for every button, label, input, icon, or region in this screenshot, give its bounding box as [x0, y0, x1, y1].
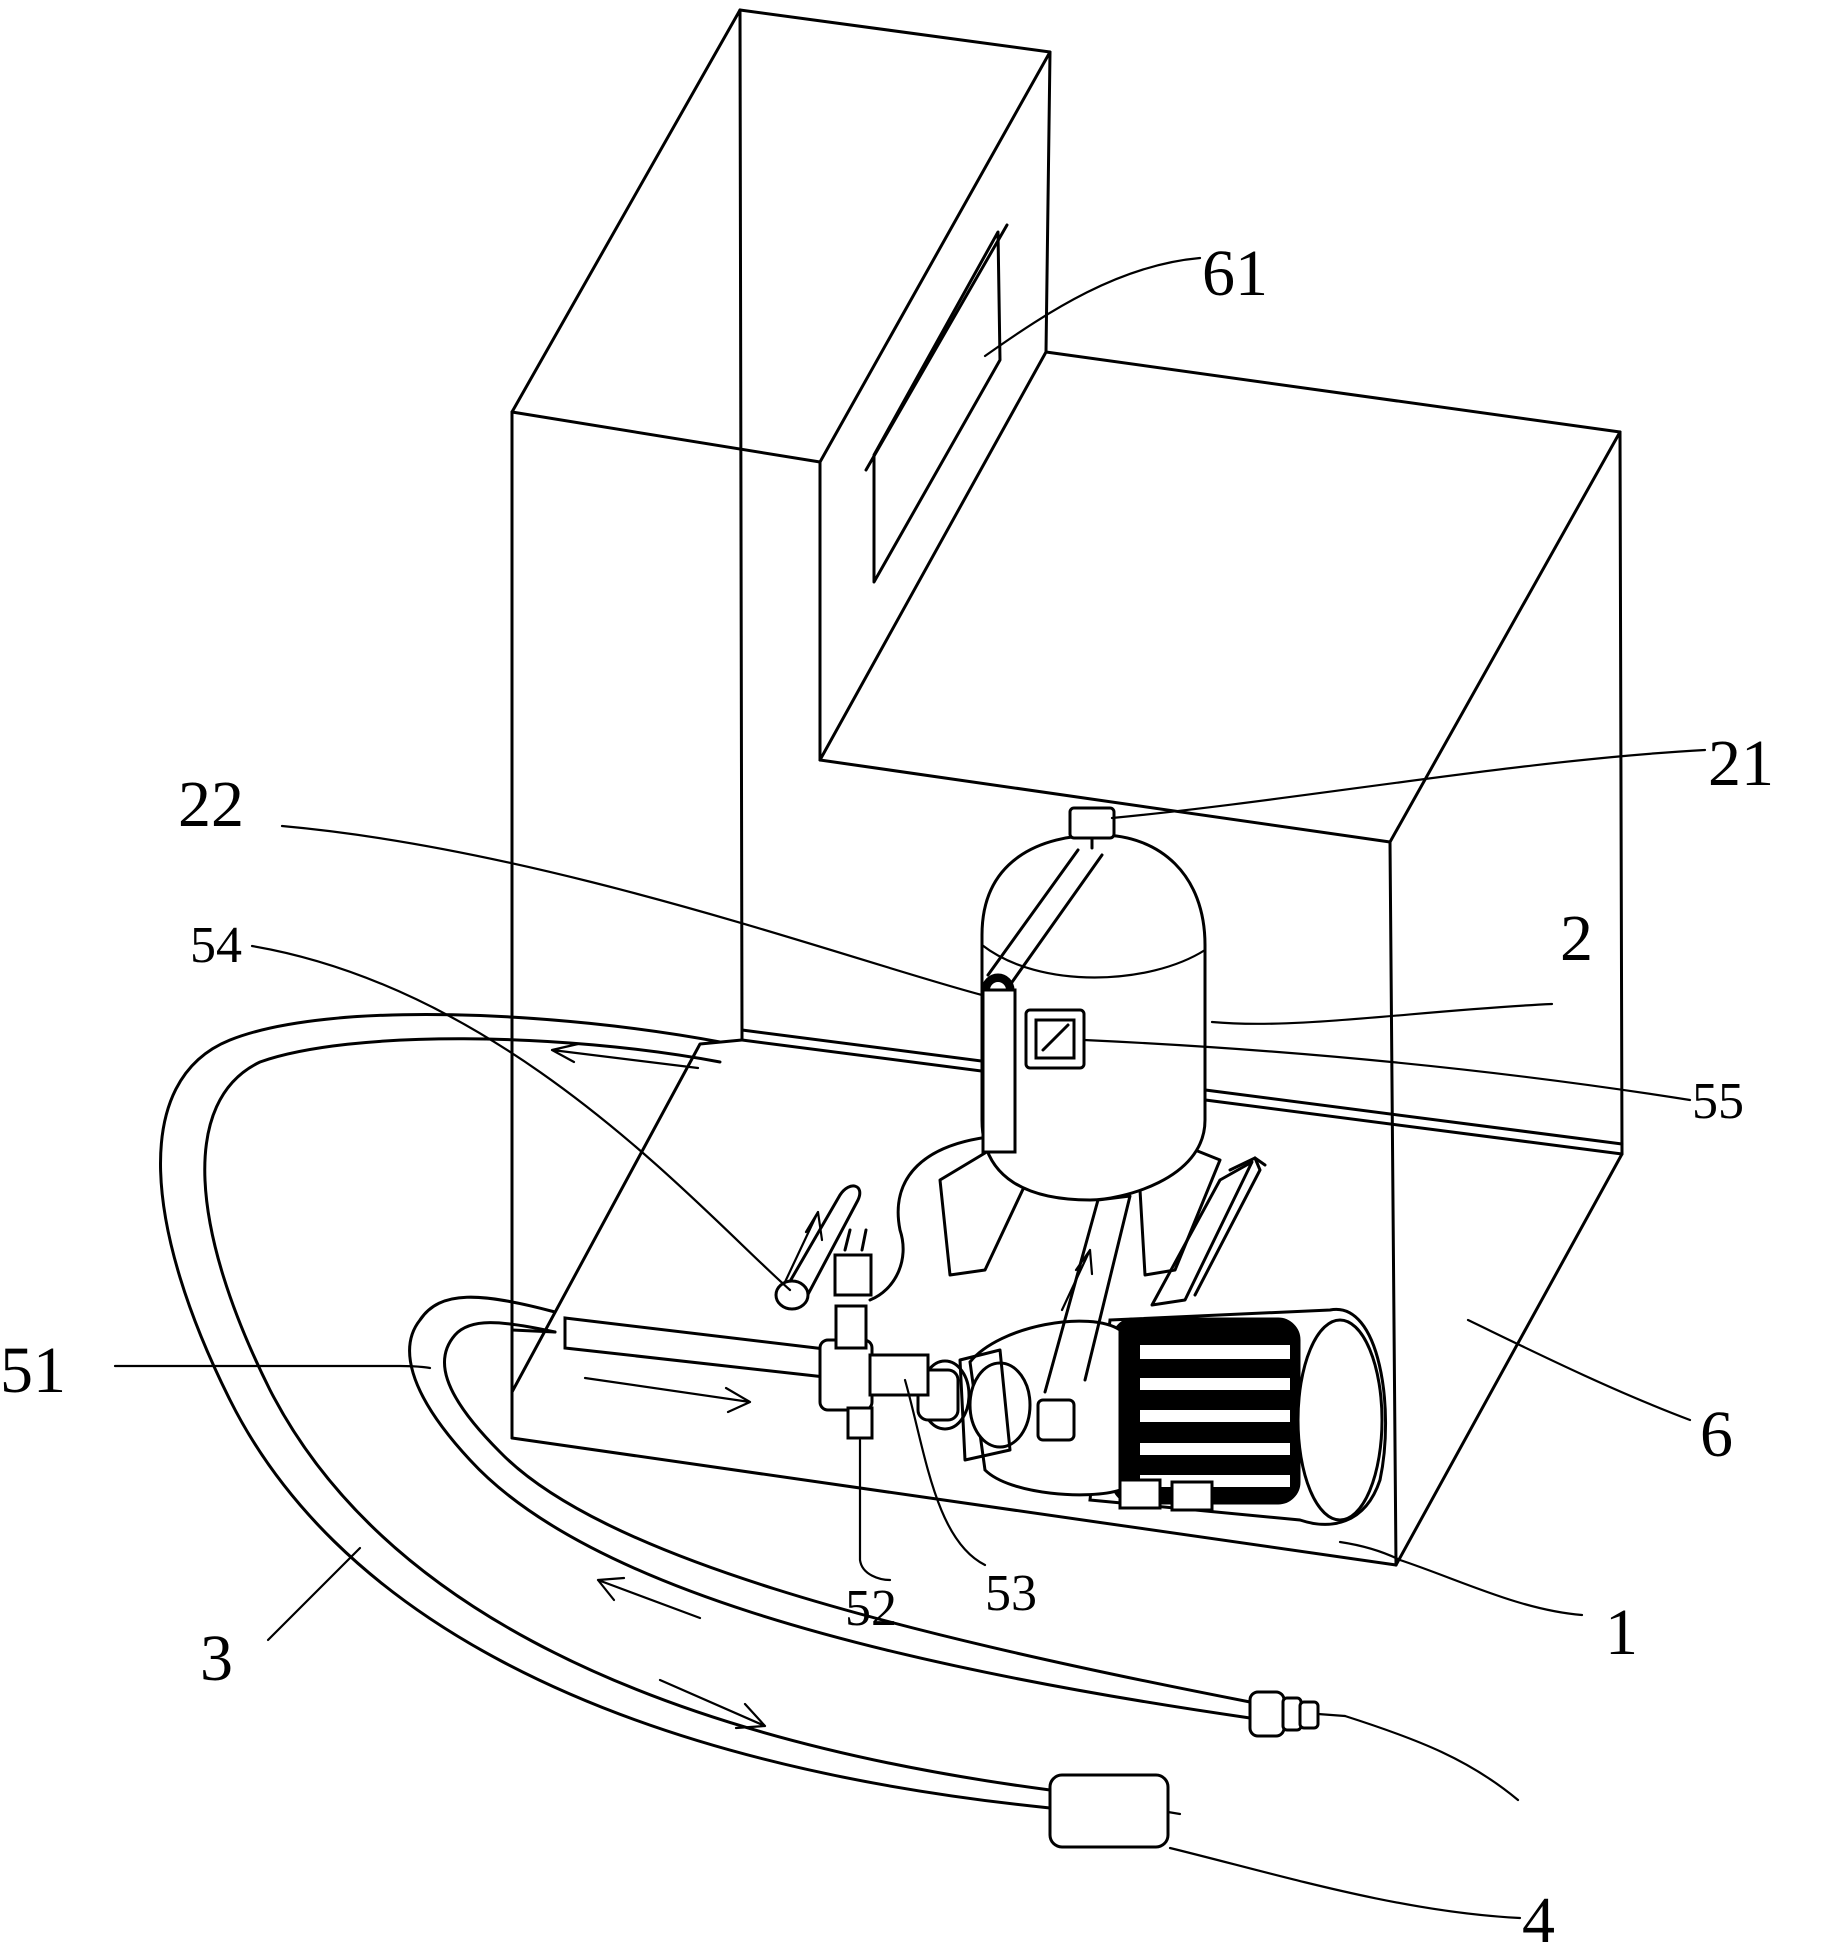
valve-tee: [818, 1228, 930, 1440]
label-54: 54: [190, 917, 242, 974]
pump-motor: [1088, 1307, 1388, 1526]
label-22: 22: [178, 768, 244, 841]
label-21: 21: [1708, 727, 1774, 800]
hose-4-end-fitting: [1248, 1690, 1347, 1738]
label-2: 2: [1560, 902, 1593, 975]
hose-3: [159, 1013, 1052, 1810]
pump-head: [916, 1319, 1122, 1497]
hose-3-end-fitting: [1048, 1773, 1182, 1849]
label-1: 1: [1605, 1596, 1638, 1669]
labels: 61 21 22 2 54 55 51 6 52 53 1 3 4: [0, 237, 1774, 1950]
label-4: 4: [1522, 1884, 1555, 1950]
label-55: 55: [1692, 1073, 1744, 1130]
label-53: 53: [985, 1565, 1037, 1622]
leader-lines: [113, 256, 1707, 1920]
label-61: 61: [1202, 237, 1268, 310]
hose-4: [408, 1295, 1252, 1720]
label-6: 6: [1700, 1398, 1733, 1471]
label-51: 51: [0, 1334, 66, 1407]
inlet-pipe: [510, 1328, 557, 1334]
flow-arrows: [550, 1042, 1094, 1730]
suction-pipe: [563, 1316, 854, 1382]
tank: [980, 806, 1207, 1202]
label-3: 3: [200, 1622, 233, 1695]
label-52: 52: [845, 1580, 897, 1637]
